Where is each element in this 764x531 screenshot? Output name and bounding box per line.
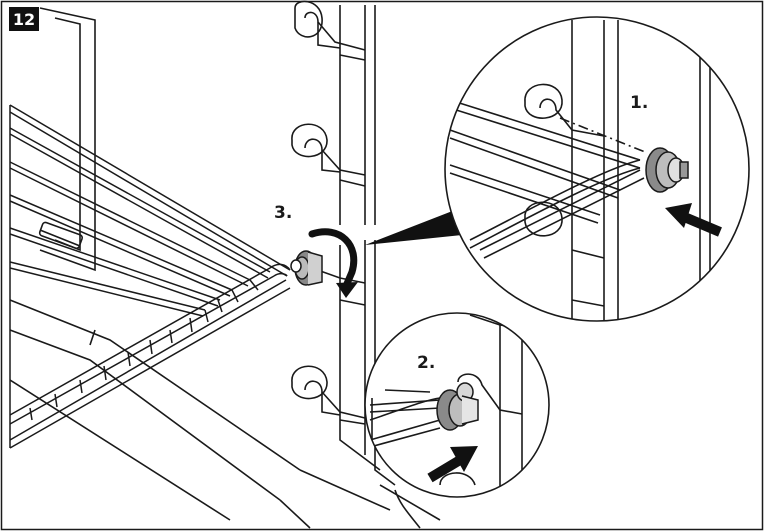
wire-rack — [10, 105, 290, 448]
detail-circle-step-2 — [365, 310, 549, 500]
step-3-label: 3. — [274, 203, 292, 223]
rack-knob-main — [291, 251, 322, 285]
step-2-label: 2. — [417, 353, 435, 373]
figure-number-badge: 12 — [9, 7, 39, 31]
detail-circle-step-1 — [445, 17, 749, 330]
callout-pointer — [365, 210, 462, 245]
step-1-label: 1. — [630, 93, 648, 113]
figure-number-text: 12 — [13, 10, 35, 29]
